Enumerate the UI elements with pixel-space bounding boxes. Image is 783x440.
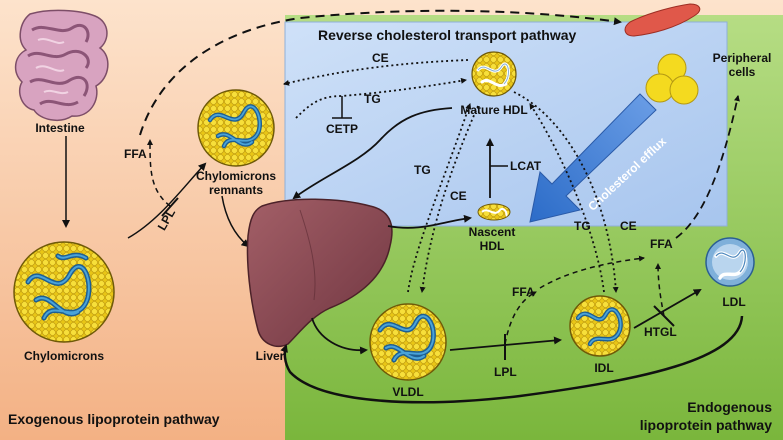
mature-hdl-to-liver-arrow	[292, 107, 453, 200]
reverse-panel-title: Reverse cholesterol transport pathway	[318, 27, 577, 43]
peripheral-cells-label-line2: cells	[729, 65, 756, 79]
chylomicrons-to-remnants-arrow	[127, 162, 207, 239]
cetp-marker	[332, 96, 352, 119]
remnants-label-line2: remnants	[209, 183, 263, 197]
vldl-label: VLDL	[392, 385, 423, 399]
ffa-to-peripheral-arrow-endogenous	[675, 95, 740, 239]
chylomicron-remnant-particle	[197, 89, 275, 167]
lpl-label-endogenous: LPL	[494, 365, 517, 379]
vldl-tg-to-hdl-arrow	[407, 103, 472, 293]
peripheral-cells-icon	[624, 3, 701, 105]
tg-label-cetp: TG	[364, 92, 381, 106]
ffa-label-exogenous: FFA	[124, 147, 147, 161]
hdl-ce-to-vldl-arrow	[419, 105, 479, 293]
endogenous-panel-title-line2: lipoprotein pathway	[640, 417, 772, 433]
intestine-icon	[14, 9, 109, 122]
ldl-particle	[705, 237, 755, 287]
liver-label: Liver	[256, 349, 285, 363]
remnants-to-liver-arrow	[221, 195, 250, 248]
ffa-label-idl: FFA	[650, 237, 673, 251]
ffa-to-ffa-arrow	[539, 255, 645, 289]
endogenous-panel-title-line1: Endogenous	[687, 399, 772, 415]
ce-label-cetp: CE	[372, 51, 389, 65]
tg-label-vldl: TG	[414, 163, 431, 177]
ce-label-vldl: CE	[450, 189, 467, 203]
chylomicron-particle	[13, 241, 115, 343]
ffa-label-vldl: FFA	[512, 285, 535, 299]
ldl-label: LDL	[722, 295, 745, 309]
mature-hdl-particle	[471, 51, 517, 97]
lcat-label: LCAT	[510, 159, 542, 173]
remnants-label-line1: Chylomicrons	[196, 169, 276, 183]
nascent-hdl-label-line1: Nascent	[469, 225, 516, 239]
idl-to-ldl-arrow	[633, 289, 702, 329]
exogenous-panel-title: Exogenous lipoprotein pathway	[8, 411, 220, 427]
htgl-label: HTGL	[644, 325, 677, 339]
cetp-label: CETP	[326, 122, 358, 136]
idl-particle	[569, 295, 631, 357]
idl-tg-to-hdl-arrow	[529, 103, 605, 293]
intestine-label: Intestine	[35, 121, 85, 135]
peripheral-cells-label-line1: Peripheral	[713, 51, 772, 65]
ffa-to-peripheral-arrow	[139, 9, 622, 136]
mature-hdl-label: Mature HDL	[460, 103, 527, 117]
liver-to-nascent-hdl-arrow	[387, 214, 472, 229]
liver-icon	[246, 198, 393, 348]
ce-transfer-arrow	[283, 59, 469, 86]
ffa-release-arrow-vldl	[504, 291, 537, 345]
ffa-release-arrow-exogenous	[147, 139, 171, 207]
lpl-inhibition-bar	[161, 197, 179, 217]
vldl-particle	[369, 303, 447, 381]
liver-to-vldl-arrow	[311, 317, 368, 355]
ffa-release-arrow-idl	[655, 263, 665, 317]
idl-label: IDL	[594, 361, 613, 375]
ldl-to-liver-arrow	[280, 315, 744, 404]
tg-label-idl: TG	[574, 219, 591, 233]
chylomicrons-label: Chylomicrons	[24, 349, 104, 363]
ce-label-idl: CE	[620, 219, 637, 233]
nascent-hdl-label-line2: HDL	[480, 239, 505, 253]
nascent-hdl-particle	[477, 203, 511, 221]
cholesterol-efflux-arrow	[529, 93, 657, 223]
